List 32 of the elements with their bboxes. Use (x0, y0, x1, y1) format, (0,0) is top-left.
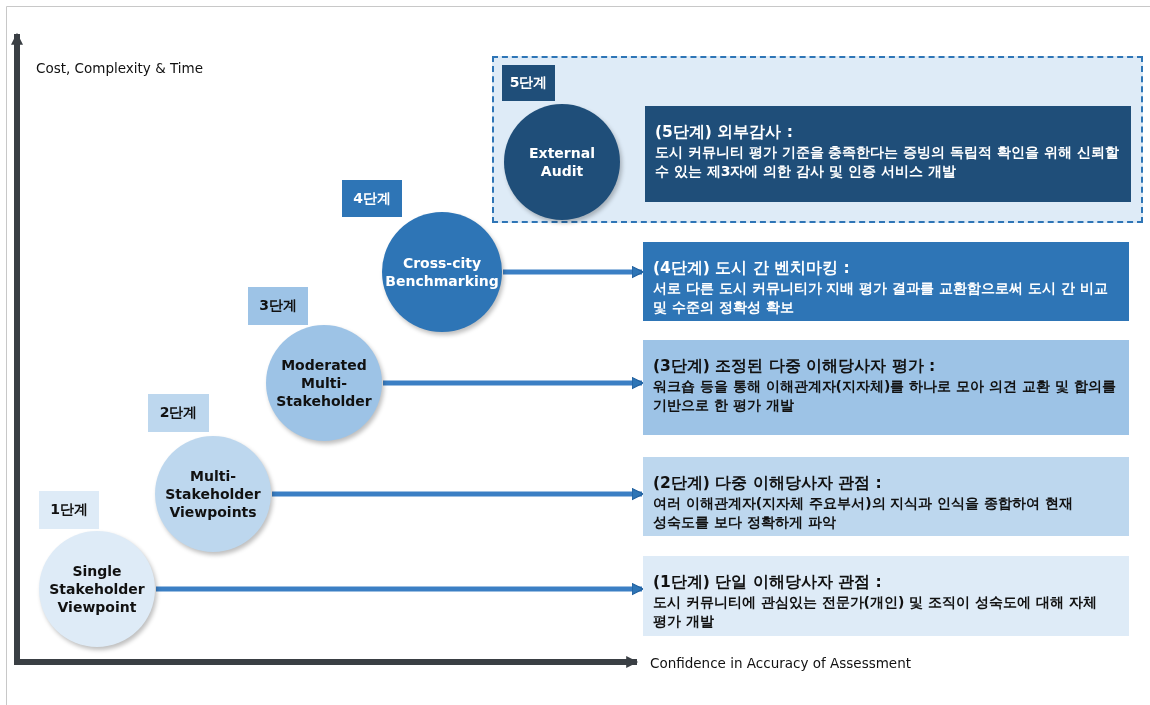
description-heading: (5단계) 외부감사 : (655, 122, 794, 143)
description-heading: (4단계) 도시 간 벤치마킹 : (653, 258, 851, 279)
stage-circle: External Audit (504, 104, 620, 220)
description-text: 도시 커뮤니티에 관심있는 전문가(개인) 및 조직이 성숙도에 대해 자체 평가 개발 (653, 593, 1098, 631)
description-box (643, 556, 1129, 636)
arrow (156, 582, 644, 596)
description-text: 여러 이해관계자(지자체 주요부서)의 지식과 인식을 종합하여 현재 성숙도를 보다 정확하게 파악 (653, 494, 1075, 532)
stage-tag: 1단계 (39, 491, 99, 529)
stage-tag: 5단계 (502, 65, 555, 101)
stage-circle: Moderated Multi- Stakeholder (266, 325, 382, 441)
stage-tag: 3단계 (248, 287, 308, 325)
axis-label: Cost, Complexity & Time (36, 60, 203, 76)
description-box (643, 242, 1129, 321)
description-heading: (1단계) 단일 이해당사자 관점 : (653, 572, 883, 593)
description-heading: (3단계) 조정된 다중 이해당사자 평가 : (653, 356, 937, 377)
description-text: 서로 다른 도시 커뮤니티가 지배 평가 결과를 교환함으로써 도시 간 비교 및 수준의 정확성 확보 (653, 279, 1109, 317)
description-heading: (2단계) 다중 이해당사자 관점 : (653, 473, 883, 494)
stage-tag: 4단계 (342, 180, 402, 217)
arrow (383, 376, 644, 390)
dashed-group-box (492, 56, 1143, 223)
stage-circle: Multi- Stakeholder Viewpoints (155, 436, 271, 552)
description-box (645, 106, 1131, 202)
stage-tag: 2단계 (148, 394, 209, 432)
stage-circle: Cross-city Benchmarking (382, 212, 502, 332)
arrow (272, 487, 644, 501)
arrow (503, 265, 644, 279)
description-box (643, 340, 1129, 435)
description-text: 도시 커뮤니티 평가 기준을 충족한다는 증빙의 독립적 확인을 위해 신뢰할 수 있는 제3자에 의한 감사 및 인증 서비스 개발 (655, 143, 1120, 181)
stage-circle: Single Stakeholder Viewpoint (39, 531, 155, 647)
description-text: 워크숍 등을 통해 이해관계자(지자체)를 하나로 모아 의견 교환 및 합의를 기반으로 한 평가 개발 (653, 377, 1117, 415)
description-box (643, 457, 1129, 536)
axis-label: Confidence in Accuracy of Assessment (650, 655, 911, 671)
